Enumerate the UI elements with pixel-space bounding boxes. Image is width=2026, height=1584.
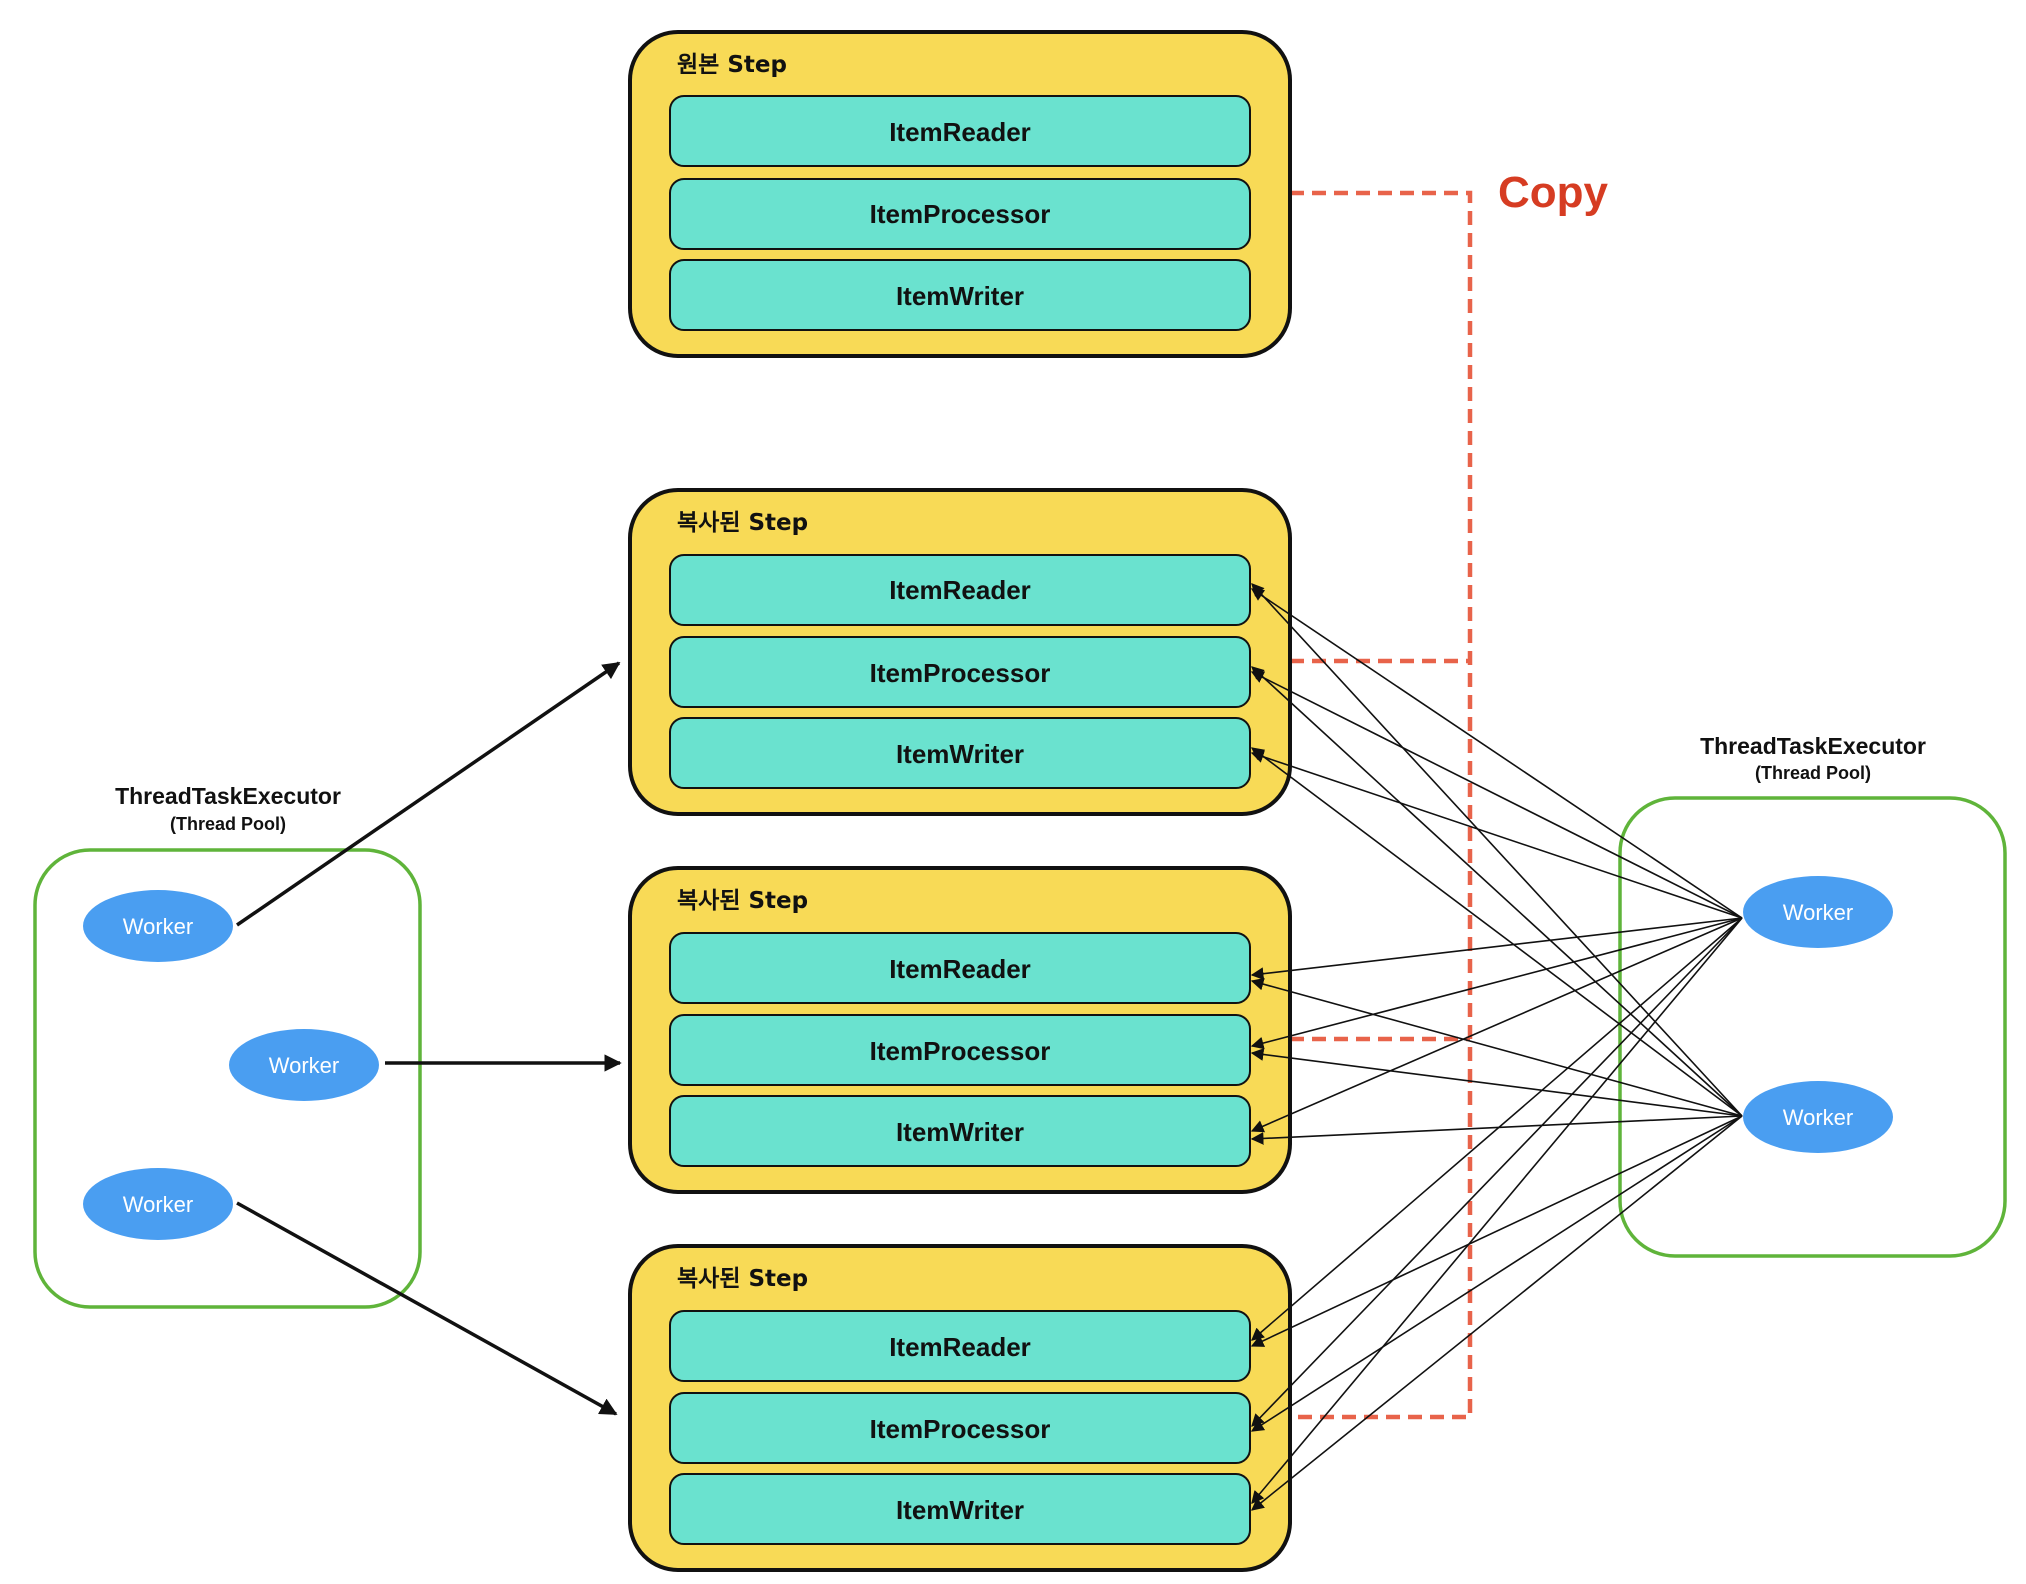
copied-step-title: 복사된 Step <box>677 1266 808 1292</box>
copied-step-1: 복사된 Step ItemReader ItemProcessor ItemWr… <box>628 488 1292 816</box>
right-thread-pool: ThreadTaskExecutor (Thread Pool) Worker … <box>1618 733 2007 1258</box>
original-item-processor-box <box>669 178 1251 250</box>
item-processor-label: ItemProcessor <box>870 1414 1051 1444</box>
worker-1-to-step-1-writer <box>1250 750 1743 919</box>
original-item-processor-label: ItemProcessor <box>870 199 1051 229</box>
worker-2-to-step-2-writer <box>1250 1115 1743 1145</box>
worker-1-to-step-1-processor <box>1250 671 1743 919</box>
copied-step-title: 복사된 Step <box>677 888 808 914</box>
right-worker-arrows <box>1250 583 1743 1511</box>
item-writer-box <box>669 1095 1251 1167</box>
left-pool-subtitle: (Thread Pool) <box>170 814 286 834</box>
copied-step-3: 복사된 Step ItemReader ItemProcessor ItemWr… <box>628 1244 1292 1572</box>
left-worker-2 <box>229 1029 379 1101</box>
left-pool-title: ThreadTaskExecutor <box>115 783 341 809</box>
left-worker-1-label: Worker <box>123 914 194 939</box>
original-step: 원본 Step ItemReader ItemProcessor ItemWri… <box>628 30 1292 358</box>
item-writer-box <box>669 717 1251 789</box>
left-worker-1-arrow <box>236 661 621 927</box>
item-processor-box <box>669 1014 1251 1086</box>
item-writer-label: ItemWriter <box>896 1117 1024 1147</box>
right-worker-2 <box>1743 1081 1893 1153</box>
copy-label: Copy <box>1498 168 1609 217</box>
original-step-title: 원본 Step <box>677 52 787 78</box>
item-writer-label: ItemWriter <box>896 1495 1024 1525</box>
copy-connector: Copy <box>1290 168 1609 1420</box>
original-item-reader-label: ItemReader <box>889 117 1031 147</box>
left-worker-arrows <box>236 661 622 1416</box>
item-reader-label: ItemReader <box>889 954 1031 984</box>
worker-1-to-step-2-reader <box>1250 917 1743 981</box>
worker-1-to-step-1-reader <box>1250 588 1743 919</box>
right-worker-1 <box>1743 876 1893 948</box>
worker-1-to-step-3-reader <box>1251 917 1743 1341</box>
worker-2-to-step-3-processor <box>1250 1115 1743 1432</box>
copied-step-title: 복사된 Step <box>677 510 808 536</box>
original-item-writer-label: ItemWriter <box>896 281 1024 311</box>
worker-1-to-step-3-processor <box>1251 917 1743 1427</box>
right-worker-2-label: Worker <box>1783 1105 1854 1130</box>
worker-1-to-step-2-processor <box>1250 917 1743 1050</box>
right-pool-box <box>1618 796 2007 1258</box>
item-reader-box <box>669 1310 1251 1382</box>
worker-1-to-step-3-writer <box>1251 917 1743 1504</box>
worker-2-to-step-2-processor <box>1250 1048 1743 1117</box>
right-pool-subtitle: (Thread Pool) <box>1755 763 1871 783</box>
worker-2-to-step-3-writer <box>1251 1115 1743 1511</box>
item-writer-label: ItemWriter <box>896 739 1024 769</box>
worker-2-to-step-2-reader <box>1250 977 1743 1117</box>
item-processor-label: ItemProcessor <box>870 658 1051 688</box>
item-processor-label: ItemProcessor <box>870 1036 1051 1066</box>
worker-2-to-step-1-processor <box>1251 666 1743 1117</box>
left-worker-3-arrow <box>236 1201 618 1416</box>
item-reader-box <box>669 932 1251 1004</box>
right-worker-1-label: Worker <box>1783 900 1854 925</box>
copied-step-2: 복사된 Step ItemReader ItemProcessor ItemWr… <box>628 866 1292 1194</box>
copy-line <box>1290 190 1473 1420</box>
left-thread-pool: ThreadTaskExecutor (Thread Pool) Worker … <box>33 783 422 1309</box>
item-reader-label: ItemReader <box>889 575 1031 605</box>
original-item-reader-box <box>669 95 1251 167</box>
left-worker-3-label: Worker <box>123 1192 194 1217</box>
item-processor-box <box>669 636 1251 708</box>
left-worker-1 <box>83 890 233 962</box>
item-reader-box <box>669 554 1251 626</box>
worker-1-to-step-2-writer <box>1250 917 1743 1133</box>
left-worker-3 <box>83 1168 233 1240</box>
item-writer-box <box>669 1473 1251 1545</box>
worker-2-to-step-1-writer <box>1250 747 1743 1117</box>
left-pool-box <box>33 848 422 1309</box>
item-processor-box <box>669 1392 1251 1464</box>
worker-2-to-step-1-reader <box>1251 583 1743 1117</box>
worker-2-to-step-3-reader <box>1250 1115 1743 1347</box>
item-reader-label: ItemReader <box>889 1332 1031 1362</box>
original-item-writer-box <box>669 259 1251 331</box>
right-pool-title: ThreadTaskExecutor <box>1700 733 1926 759</box>
left-worker-2-label: Worker <box>269 1053 340 1078</box>
